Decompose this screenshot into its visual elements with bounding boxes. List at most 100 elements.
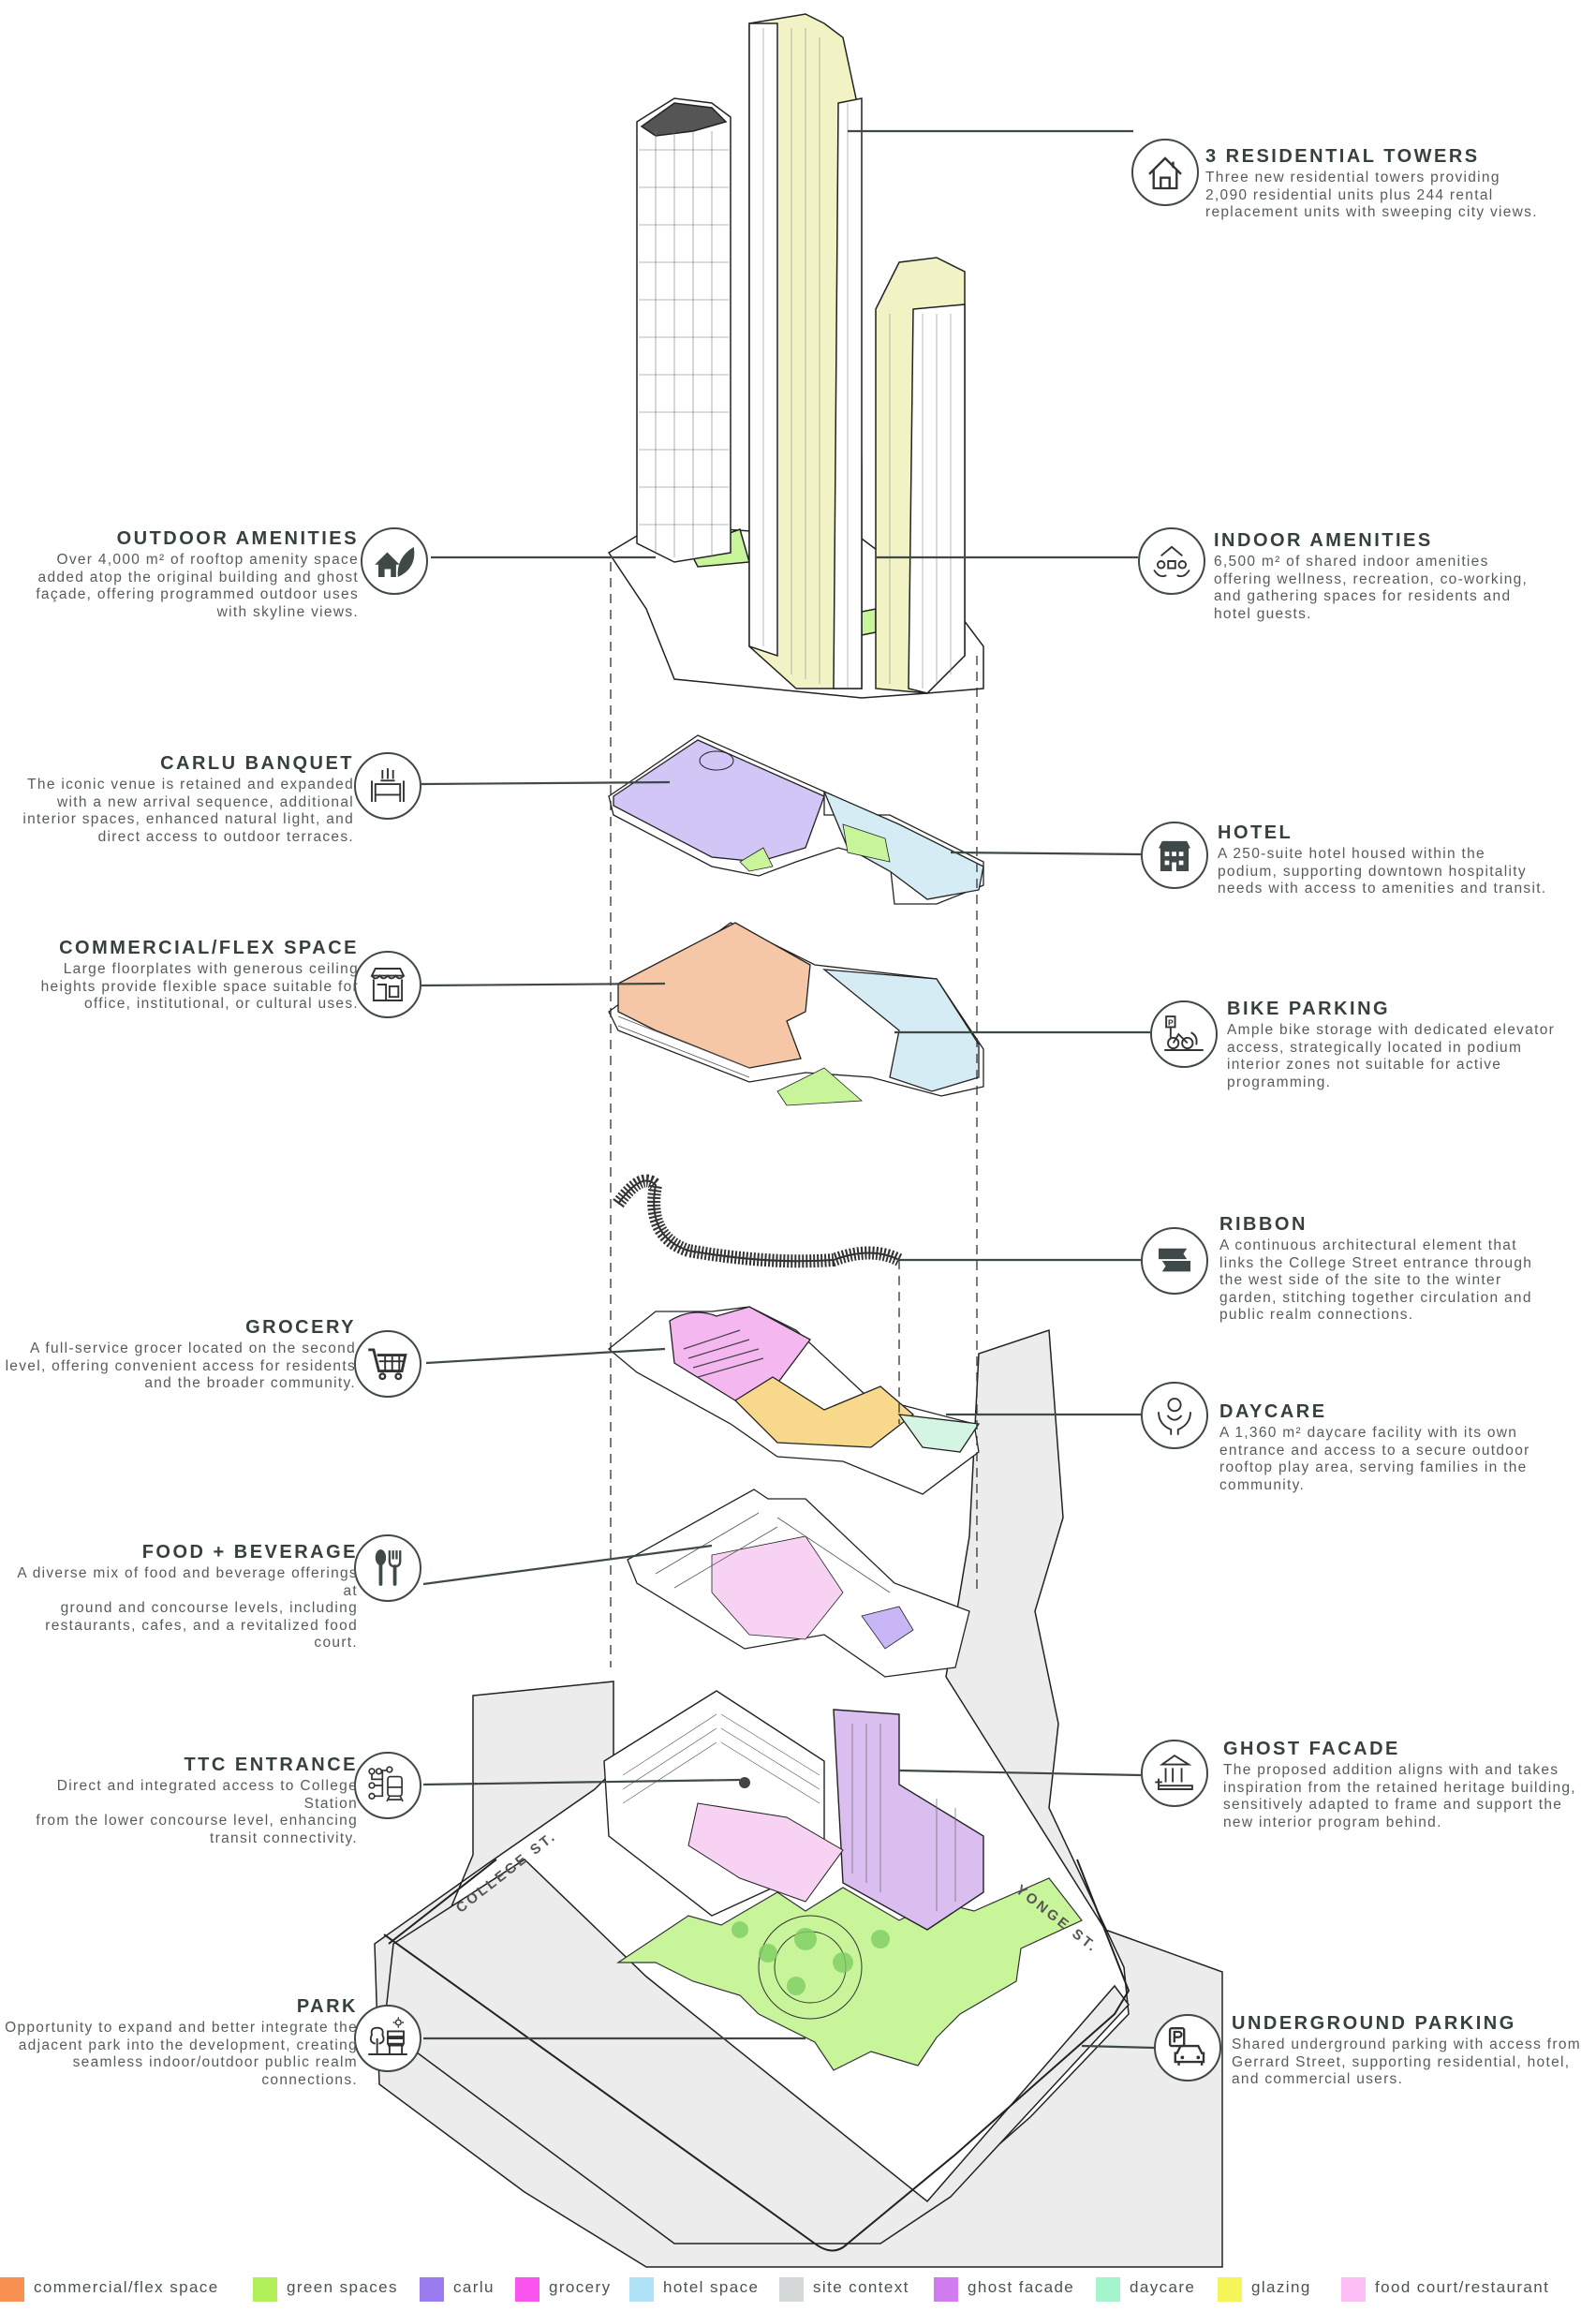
leader-commercial (421, 982, 666, 987)
description-line: garden, stitching together circulation a… (1219, 1289, 1532, 1306)
description-line: connections. (261, 2071, 358, 2088)
legend-label: glazing (1251, 2278, 1311, 2296)
carlu-hotel-level (608, 734, 984, 905)
callout-description: A diverse mix of food and beverage offer… (0, 1565, 358, 1652)
spoon-fork-icon (354, 1534, 421, 1602)
callout-title: TTC ENTRANCE (184, 1755, 358, 1775)
house-leaf-icon (361, 527, 428, 595)
callout-title: BIKE PARKING (1227, 999, 1391, 1019)
description-line: rooftop play area, serving families in t… (1219, 1459, 1528, 1475)
description-line: Three new residential towers providing (1205, 170, 1500, 185)
description-line: interior zones not suitable for active (1227, 1057, 1502, 1073)
legend-label: food court/restaurant (1375, 2278, 1550, 2296)
callout-description: A full-service grocer located on the sec… (0, 1341, 356, 1393)
description-line: offering wellness, recreation, co-workin… (1214, 570, 1529, 587)
description-line: replacement units with sweeping city vie… (1205, 204, 1538, 220)
callout-description: Ample bike storage with dedicated elevat… (1227, 1022, 1596, 1091)
description-line: new interior program behind. (1223, 1814, 1442, 1830)
callout-title: OUTDOOR AMENITIES (116, 528, 359, 549)
description-line: seamless indoor/outdoor public realm (72, 2054, 358, 2070)
site-outline (383, 1859, 1130, 2252)
callout-title: RIBBON (1219, 1214, 1308, 1235)
description-line: added atop the original building and gho… (37, 569, 359, 585)
heritage-columns-icon (1141, 1740, 1208, 1807)
child-care-icon (1141, 1382, 1208, 1449)
legend-swatch (0, 2277, 24, 2302)
legend-swatch (420, 2277, 444, 2302)
description-line: needs with access to amenities and trans… (1218, 881, 1547, 896)
description-line: with a new arrival sequence, additional (57, 793, 354, 810)
description-line: and the broader community. (144, 1375, 356, 1391)
description-line: A full-service grocer located on the sec… (30, 1341, 356, 1356)
callout-title: CARLU BANQUET (160, 753, 354, 774)
legend-swatch (253, 2277, 277, 2302)
park-green-space (616, 1877, 1083, 2071)
description-line: programming. (1227, 1074, 1332, 1090)
site-context-ground (383, 1859, 1130, 2244)
hotel-building-icon (1141, 822, 1208, 889)
callout-title: PARK (296, 1996, 358, 2017)
legend-label: ghost facade (968, 2278, 1075, 2296)
description-line: sensitively adapted to frame and support… (1223, 1797, 1563, 1813)
callout-description: Shared underground parking with access f… (1232, 2037, 1596, 2089)
callout-underground-parking: UNDERGROUND PARKING Shared underground pa… (1232, 2012, 1596, 2089)
transit-train-icon (354, 1752, 421, 1819)
legend-swatch (779, 2277, 804, 2302)
legend-label: commercial/flex space (34, 2278, 219, 2296)
legend-swatch (1096, 2277, 1120, 2302)
leader-ttc (422, 1778, 741, 1786)
storefront-icon (354, 951, 421, 1018)
description-line: access, strategically located in podium (1227, 1039, 1523, 1056)
description-line: and gathering spaces for residents and (1214, 588, 1512, 604)
park-bench-icon (354, 2005, 421, 2072)
callout-bike-parking: BIKE PARKING Ample bike storage with dedi… (1227, 998, 1596, 1091)
residential-towers (607, 13, 984, 699)
description-line: The iconic venue is retained and expande… (27, 777, 354, 793)
leader-ghost (898, 1769, 1142, 1777)
description-line: ground and concourse levels, including (60, 1600, 358, 1616)
legend-swatch (1218, 2277, 1242, 2302)
description-line: with skyline views. (216, 603, 359, 620)
callout-title: GHOST FACADE (1223, 1739, 1400, 1759)
callout-title: UNDERGROUND PARKING (1232, 2013, 1516, 2034)
description-line: inspiration from the retained heritage b… (1223, 1779, 1576, 1796)
car-parking-icon (1154, 2014, 1221, 2081)
leader-grocery (425, 1347, 666, 1365)
description-line: community. (1219, 1476, 1306, 1493)
callout-outdoor-amenities: OUTDOOR AMENITIES Over 4,000 m² of roofto… (0, 527, 359, 621)
description-line: restaurants, cafes, and a revitalized fo… (45, 1617, 358, 1652)
ribbon-structure (613, 1174, 903, 1268)
leader-hotel (950, 851, 1142, 856)
alignment-dashes (610, 562, 978, 1667)
description-line: façade, offering programmed outdoor uses (36, 586, 359, 602)
description-line: 6,500 m² of shared indoor amenities (1214, 554, 1489, 570)
legend-swatch (934, 2277, 958, 2302)
bike-parking-icon: P (1150, 1000, 1218, 1068)
legend-label: carlu (453, 2278, 495, 2296)
description-line: level, offering convenient access for re… (5, 1357, 356, 1374)
description-line: Large floorplates with generous ceiling (63, 961, 359, 977)
description-line: 2,090 residential units plus 244 rental (1205, 186, 1494, 203)
callout-title: COMMERCIAL/FLEX SPACE (59, 938, 359, 958)
commercial-flex-level (608, 922, 984, 1106)
description-line: entrance and access to a secure outdoor (1219, 1442, 1530, 1459)
legend-swatch (629, 2277, 654, 2302)
description-line: hotel guests. (1214, 605, 1312, 622)
description-line: A 1,360 m² daycare facility with its own (1219, 1425, 1518, 1441)
leader-carlu (421, 780, 671, 786)
description-line: Shared underground parking with access f… (1232, 2037, 1581, 2052)
description-line: direct access to outdoor terraces. (97, 828, 354, 845)
